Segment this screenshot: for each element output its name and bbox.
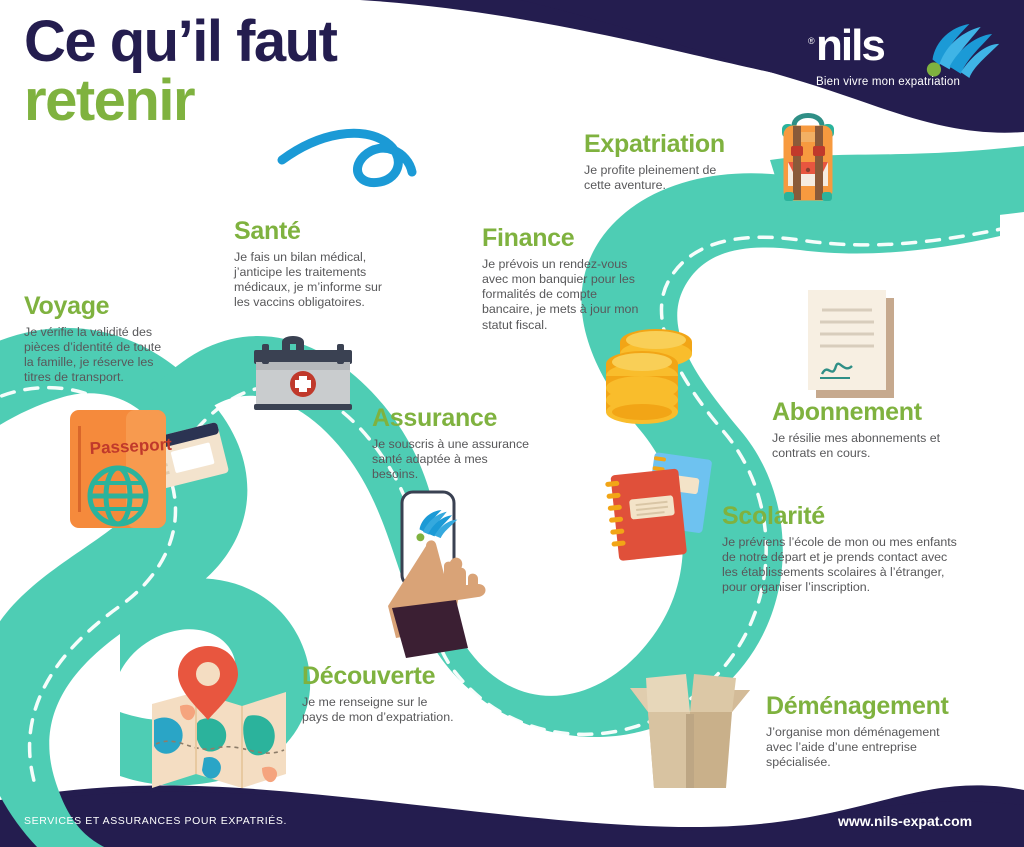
- footer-tagline: SERVICES ET ASSURANCES POUR EXPATRIÉS.: [24, 815, 288, 827]
- step-assurance-heading: Assurance: [372, 404, 498, 432]
- step-abonnement: Abonnement Je résilie mes abonnements et…: [772, 400, 988, 461]
- logo-wordmark: nils: [816, 21, 886, 70]
- nils-logo: ® nils Bien vivre mon expatriation: [806, 18, 1006, 98]
- step-demenagement-text: J’organise mon déménagement avec l’aide …: [766, 725, 940, 770]
- step-assurance-text: Je souscris à une assurance santé adapté…: [372, 437, 530, 482]
- cardboard-box-icon: [630, 674, 750, 788]
- notebooks-icon: [605, 452, 712, 561]
- step-expatriation-text: Je profite pleinement de cette aventure.: [584, 163, 717, 193]
- step-finance-text: Je prévois un rendez-vous avec mon banqu…: [482, 257, 639, 332]
- backpack-icon: [782, 113, 834, 201]
- first-aid-kit-icon: [254, 336, 352, 410]
- step-finance: Finance Je prévois un rendez-vous avec m…: [482, 226, 678, 333]
- step-decouverte: Découverte Je me renseigne sur le pays d…: [302, 664, 498, 725]
- step-sante: Santé Je fais un bilan médical, j’antici…: [234, 219, 420, 311]
- coins-icon: [606, 329, 692, 424]
- step-decouverte-heading: Découverte: [302, 662, 436, 690]
- step-demenagement-heading: Déménagement: [766, 692, 949, 720]
- step-finance-heading: Finance: [482, 224, 575, 252]
- title-line-1: Ce qu’il faut: [24, 9, 338, 74]
- step-demenagement: Déménagement J’organise mon déménagement…: [766, 694, 996, 770]
- smartphone-hand-icon: [388, 490, 486, 658]
- step-abonnement-text: Je résilie mes abonnements et contrats e…: [772, 431, 941, 461]
- title-line-2: retenir: [24, 67, 196, 133]
- svg-text:Passeport: Passeport: [89, 435, 172, 458]
- step-decouverte-text: Je me renseigne sur le pays de mon d’exp…: [302, 695, 454, 725]
- step-scolarite-heading: Scolarité: [722, 502, 825, 530]
- logo-fan-icon: [926, 24, 1000, 78]
- footer-website[interactable]: www.nils-expat.com: [838, 813, 973, 829]
- step-abonnement-heading: Abonnement: [772, 398, 922, 426]
- step-voyage: Voyage Je vérifie la validité des pièces…: [24, 294, 204, 386]
- contract-document-icon: [808, 290, 894, 398]
- logo-tagline: Bien vivre mon expatriation: [816, 76, 961, 88]
- step-sante-heading: Santé: [234, 217, 301, 245]
- passport-icon: Passeport: [70, 410, 229, 528]
- step-voyage-text: Je vérifie la validité des pièces d’iden…: [24, 325, 162, 385]
- step-voyage-heading: Voyage: [24, 292, 110, 320]
- step-assurance: Assurance Je souscris à une assurance sa…: [372, 406, 552, 482]
- step-sante-text: Je fais un bilan médical, j’anticipe les…: [234, 250, 383, 310]
- road-dashes: [0, 226, 1008, 790]
- page-title: Ce qu’il faut retenir: [24, 9, 338, 133]
- registered-trademark-icon: ®: [808, 36, 815, 46]
- step-scolarite-text: Je préviens l’école de mon ou mes enfant…: [722, 535, 957, 595]
- blue-swoosh-doodle: [277, 128, 417, 188]
- step-expatriation: Expatriation Je profite pleinement de ce…: [584, 132, 774, 193]
- step-expatriation-heading: Expatriation: [584, 130, 725, 158]
- step-scolarite: Scolarité Je préviens l’école de mon ou …: [722, 504, 1012, 596]
- map-pin-icon: [152, 646, 286, 788]
